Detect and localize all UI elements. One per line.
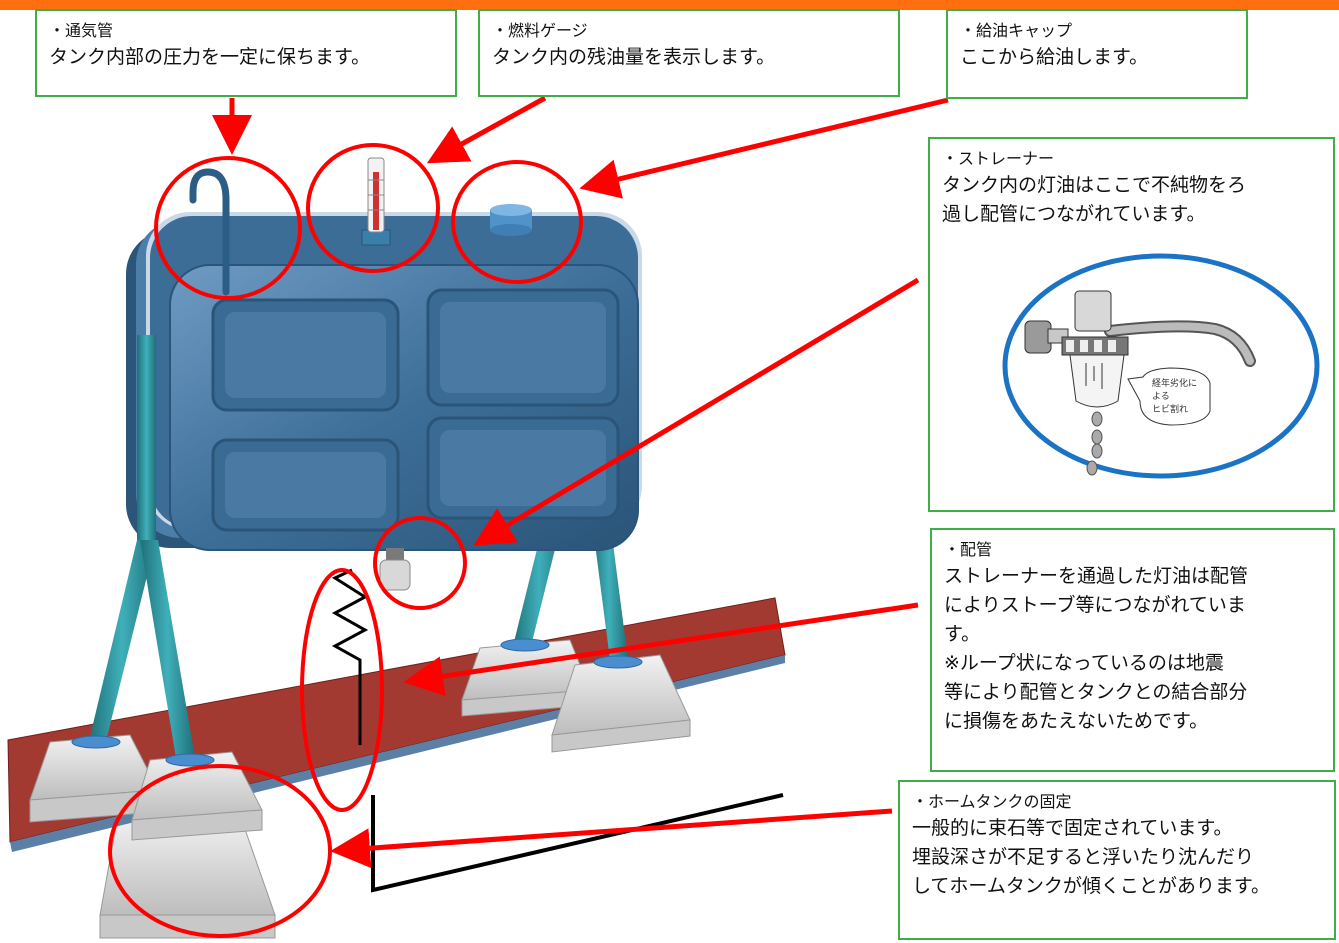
callout-fixing-title: ・ホームタンクの固定 bbox=[912, 792, 1072, 811]
looped-pipe bbox=[331, 568, 369, 745]
callout-fixing: ・ホームタンクの固定 一般的に束石等で固定されています。 埋設深さが不足すると浮… bbox=[898, 780, 1336, 940]
callout-vent-title: ・通気管 bbox=[49, 21, 114, 40]
highlight-circles bbox=[108, 143, 583, 938]
tank-legs-front bbox=[88, 335, 195, 758]
callout-gauge-title: ・燃料ゲージ bbox=[492, 21, 588, 40]
callout-gauge: ・燃料ゲージ タンク内の残油量を表示します。 bbox=[478, 9, 900, 97]
fuel-gauge bbox=[361, 157, 391, 246]
callout-cap: ・給油キャップ ここから給油します。 bbox=[946, 9, 1248, 99]
callout-cap-body: ここから給油します。 bbox=[960, 46, 1149, 68]
callout-strainer-title: ・ストレーナー bbox=[942, 149, 1055, 168]
strainer-note-line-2: よる bbox=[1152, 391, 1170, 402]
callout-gauge-body: タンク内の残油量を表示します。 bbox=[492, 46, 776, 68]
callout-cap-title: ・給油キャップ bbox=[960, 21, 1073, 40]
vent-pipe bbox=[189, 168, 230, 296]
callout-vent: ・通気管 タンク内部の圧力を一定に保ちます。 bbox=[35, 9, 457, 97]
callout-pipe-body: ストレーナーを通過した灯油は配管 によりストーブ等につながれていま す。 ※ルー… bbox=[944, 565, 1249, 732]
strainer-under-tank bbox=[379, 548, 411, 591]
callout-fixing-body: 一般的に束石等で固定されています。 埋設深さが不足すると浮いたり沈んだり してホ… bbox=[912, 817, 1270, 897]
callout-pipe: ・配管 ストレーナーを通過した灯油は配管 によりストーブ等につながれていま す。… bbox=[930, 528, 1335, 772]
strainer-note-line-3: ヒビ割れ bbox=[1152, 403, 1188, 415]
strainer-illustration: 経年劣化に よる ヒビ割れ bbox=[1002, 253, 1320, 479]
foundation-block-buried bbox=[99, 814, 276, 939]
callout-vent-body: タンク内部の圧力を一定に保ちます。 bbox=[49, 46, 371, 68]
foundation-blocks-front bbox=[29, 734, 263, 841]
fill-cap bbox=[490, 204, 532, 236]
foundation-blocks-back bbox=[461, 638, 691, 753]
strainer-note-line-1: 経年劣化に bbox=[1152, 377, 1197, 389]
callout-strainer-body: タンク内の灯油はここで不純物をろ 過し配管につながれています。 bbox=[942, 174, 1247, 225]
callout-arrows bbox=[212, 95, 949, 869]
callout-pipe-title: ・配管 bbox=[944, 540, 993, 559]
top-accent-bar bbox=[0, 0, 1339, 10]
home-tank-body bbox=[126, 212, 642, 551]
